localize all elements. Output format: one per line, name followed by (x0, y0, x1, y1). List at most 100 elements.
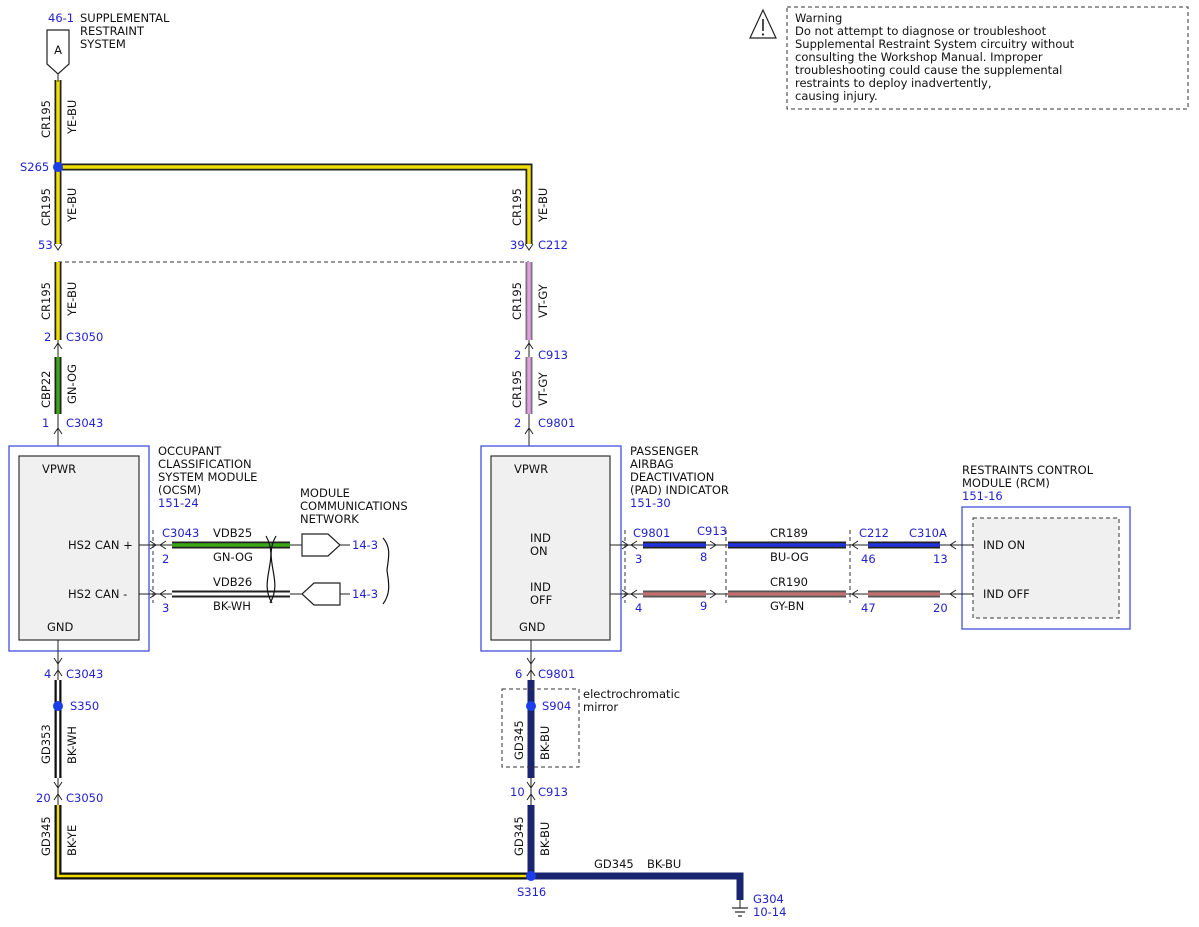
ground-ref[interactable]: 10-14 (753, 905, 786, 919)
connector-label[interactable]: C212 (859, 526, 889, 540)
warning-line: troubleshooting could cause the suppleme… (795, 63, 1062, 77)
circuit-label: CR189 (770, 526, 808, 540)
pad-ref[interactable]: 151-30 (630, 496, 671, 510)
pad-ind-on: IND (530, 531, 551, 545)
connector-label[interactable]: C3043 (66, 667, 103, 681)
pin-label: 53 (38, 238, 53, 252)
warning-line: Warning (795, 11, 842, 25)
connector-label[interactable]: C913 (697, 524, 727, 538)
circuit-label: CR195 (39, 188, 53, 226)
mcn-ref[interactable]: 14-3 (352, 538, 378, 552)
mcn-ref[interactable]: 14-3 (352, 587, 378, 601)
circuit-label: CR195 (39, 282, 53, 320)
pin-label: 4 (635, 601, 642, 615)
pad-title: (PAD) INDICATOR (630, 483, 729, 497)
connector-label[interactable]: C3043 (162, 526, 199, 540)
splice-s350[interactable] (53, 701, 63, 711)
ocsm-title: OCCUPANT (158, 444, 222, 458)
pad-title: AIRBAG (630, 457, 674, 471)
warning-line: Do not attempt to diagnose or troublesho… (795, 24, 1047, 38)
connector-label[interactable]: C3050 (66, 791, 103, 805)
color-label: VT-GY (536, 371, 550, 406)
pin-label: 6 (515, 667, 522, 681)
splice-label: S316 (517, 885, 546, 899)
mirror-note: electrochromatic (583, 687, 680, 701)
wire-cr195-bridge (58, 163, 533, 244)
pad-vpwr: VPWR (514, 462, 548, 476)
connector-label[interactable]: C913 (538, 785, 568, 799)
pad-indicator[interactable]: VPWR IND ON IND OFF GND PASSENGER AIRBAG… (480, 444, 729, 652)
ocsm-title: SYSTEM MODULE (158, 470, 257, 484)
srs-label: RESTRAINT (80, 24, 145, 38)
can-wires (139, 530, 390, 606)
srs-label: SYSTEM (80, 37, 126, 51)
pin-label: 2 (44, 330, 51, 344)
color-label: VT-GY (536, 283, 550, 318)
circuit-label: CR190 (770, 575, 808, 589)
connector-label[interactable]: C310A (909, 526, 947, 540)
pin-label: 2 (514, 348, 521, 362)
mirror-note: mirror (583, 700, 618, 714)
ground-label[interactable]: G304 (753, 892, 784, 906)
rcm-title: MODULE (RCM) (962, 476, 1050, 490)
color-label: YE-BU (65, 282, 79, 317)
srs-label: SUPPLEMENTAL (80, 11, 170, 25)
ocsm-title: CLASSIFICATION (158, 457, 252, 471)
pin-label: 20 (933, 601, 948, 615)
rcm-module[interactable]: RESTRAINTS CONTROL MODULE (RCM) 151-16 I… (961, 463, 1131, 630)
ocsm-module[interactable]: VPWR HS2 CAN + HS2 CAN - GND OCCUPANT CL… (8, 444, 257, 652)
circuit-label: CR195 (510, 282, 524, 320)
splice-s265[interactable] (53, 162, 63, 172)
pad-ind-off: OFF (530, 593, 552, 607)
ocsm-vpwr: VPWR (42, 462, 76, 476)
splice-label: S904 (542, 699, 571, 713)
pad-title: PASSENGER (630, 444, 699, 458)
ocsm-title: (OCSM) (158, 483, 201, 497)
pin-label: 8 (700, 550, 707, 564)
connector-label[interactable]: C9801 (633, 526, 670, 540)
pad-ind-off: IND (530, 580, 551, 594)
pad-gnd: GND (519, 620, 546, 634)
color-label: BK-YE (65, 825, 79, 856)
circuit-label: GD345 (512, 816, 526, 856)
warning-icon (749, 8, 777, 39)
color-label: YE-BU (65, 100, 79, 135)
splice-s904[interactable] (526, 701, 536, 711)
rcm-ref[interactable]: 151-16 (962, 489, 1003, 503)
wire-labels-left: CR195 YE-BU CR195 YE-BU CR195 YE-BU CBP2… (39, 100, 79, 408)
srs-ref[interactable]: 46-1 (48, 11, 74, 25)
color-label: GY-BN (770, 599, 804, 613)
circuit-label: VDB26 (213, 575, 252, 589)
mirror-outline (501, 688, 580, 768)
circuit-label: CBP22 (39, 371, 53, 409)
color-label: BK-BU (647, 857, 681, 871)
connector-label[interactable]: C9801 (538, 667, 575, 681)
circuit-label: GD345 (594, 857, 634, 871)
pin-label: 39 (510, 238, 525, 252)
pin-label: 2 (162, 552, 169, 566)
ocsm-ref[interactable]: 151-24 (158, 496, 199, 510)
connector-label[interactable]: C3043 (66, 416, 103, 430)
srs-connector[interactable]: 46-1 SUPPLEMENTAL RESTRAINT SYSTEM A (46, 11, 170, 75)
mcn-title: COMMUNICATIONS (300, 499, 408, 513)
warning-panel: Warning Do not attempt to diagnose or tr… (749, 6, 1189, 110)
circuit-label: CR195 (510, 370, 524, 408)
color-label: BK-BU (538, 822, 552, 856)
rcm-ind-on: IND ON (983, 538, 1025, 552)
connector-label[interactable]: C3050 (66, 330, 103, 344)
color-label: BU-OG (770, 550, 809, 564)
pin-label: 1 (42, 416, 49, 430)
pin-label: 3 (162, 601, 169, 615)
circuit-label: GD345 (512, 720, 526, 760)
rcm-title: RESTRAINTS CONTROL (962, 463, 1094, 477)
connector-label[interactable]: C913 (538, 348, 568, 362)
splice-label: S350 (70, 699, 99, 713)
splice-s316[interactable] (526, 871, 536, 881)
ocsm-can-hi: HS2 CAN + (68, 538, 133, 552)
warning-line: causing injury. (795, 89, 878, 103)
pin-label: 13 (933, 552, 948, 566)
pin-label: 3 (635, 552, 642, 566)
connector-label[interactable]: C212 (538, 238, 568, 252)
connector-label[interactable]: C9801 (538, 416, 575, 430)
